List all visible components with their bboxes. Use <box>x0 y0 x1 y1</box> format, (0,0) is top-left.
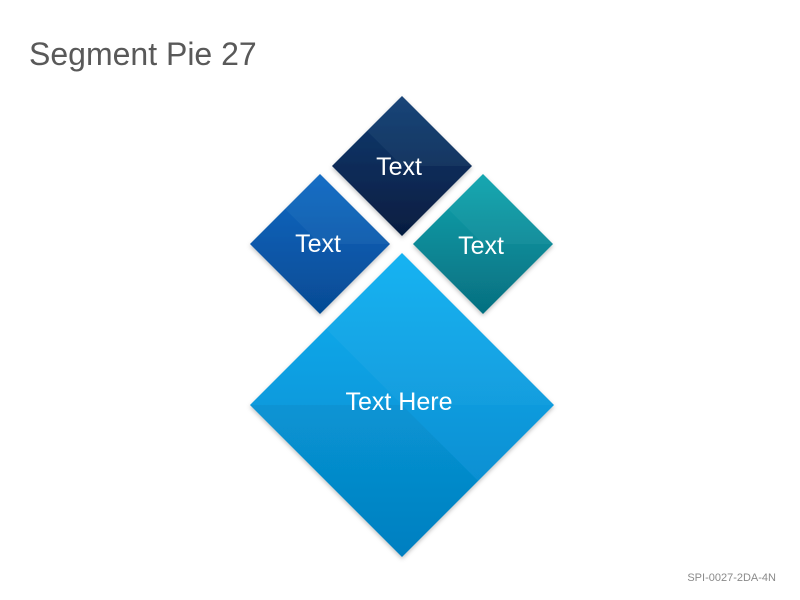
diamond-top-label: Text <box>376 153 422 181</box>
diamond-right-label: Text <box>458 232 504 260</box>
footer-code: SPI-0027-2DA-4N <box>687 572 776 584</box>
slide-title: Segment Pie 27 <box>29 36 257 72</box>
diamond-left: Text <box>250 174 390 314</box>
diamond-bottom-label: Text Here <box>346 388 453 416</box>
diamond-right: Text <box>413 174 553 314</box>
diamond-left-label: Text <box>295 230 341 258</box>
diamond-top: Text <box>332 96 472 236</box>
diamond-bottom: Text Here <box>250 253 554 557</box>
